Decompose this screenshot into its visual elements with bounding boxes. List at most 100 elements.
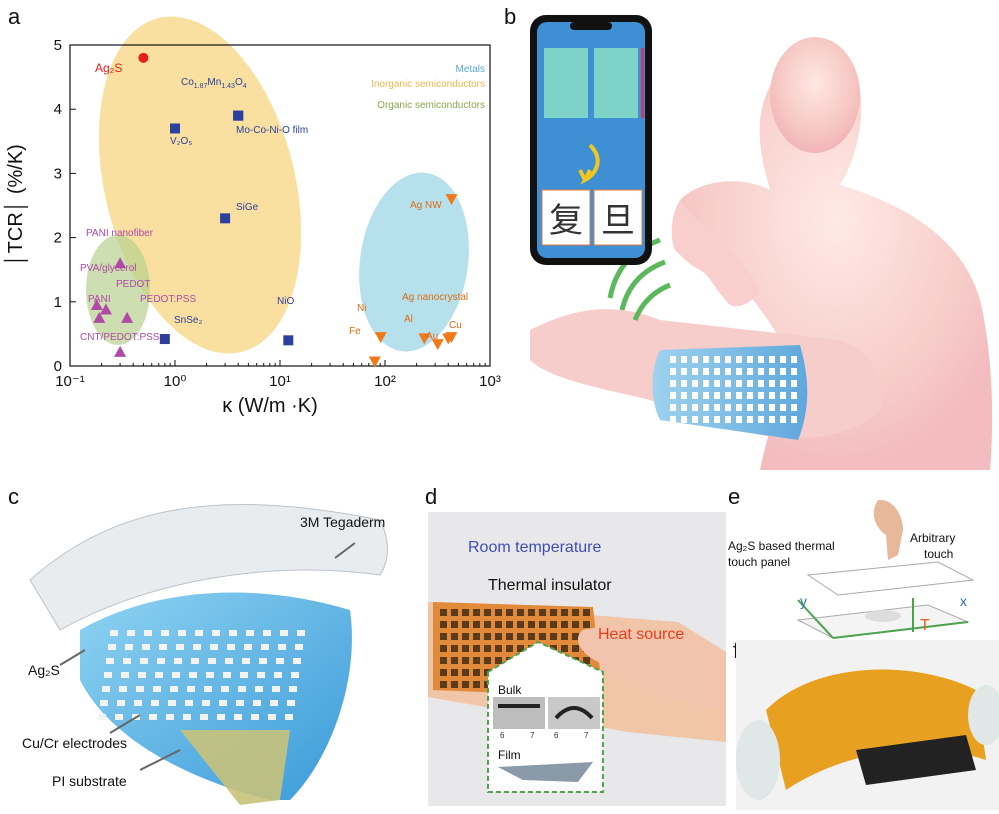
data-point [114,345,127,357]
sensor-pixel [102,686,110,692]
data-point [121,311,134,323]
arrow-tegaderm [334,542,356,559]
panel-letter-d: d [425,484,438,509]
label-pedotpss: PEDOT:PSS [140,294,196,305]
sensor-pixel [780,416,786,423]
sensor-pixel [506,645,513,652]
sensor-pixel [268,714,276,720]
y-tick-label: 1 [54,294,62,311]
sensor-pixel [138,672,146,678]
wireless-arc-1 [632,282,671,321]
sensor-pixel [517,645,524,652]
glove-right [968,685,999,745]
sensor-pixel [495,657,502,664]
sensor-pixel [462,609,469,616]
data-point [93,311,106,323]
sensor-pixel [692,380,698,387]
sensor-pixel [473,621,480,628]
sensor-pixel [240,672,248,678]
sensor-pixel [714,380,720,387]
sensor-pixel [681,392,687,399]
sensor-pixel [791,392,797,399]
sensor-pixel [440,609,447,616]
y-axis-title: │TCR│ (%/K) [3,144,29,266]
sensor-pixel [144,630,152,636]
sensor-pixel [295,644,303,650]
label-snse2: SnSe₂ [174,315,202,326]
label-axis-t: T [920,617,930,634]
sensor-pixel [758,356,764,363]
legend-organic: Organic semiconductors [377,100,485,111]
sensor-pixel [191,658,199,664]
label-pani: PANI [88,294,111,305]
device-layer-diagram: 3M Tegaderm Ag₂S Cu/Cr electrodes PI sub… [22,503,388,805]
sensor-pixel [736,380,742,387]
label-sige: SiGe [236,202,259,213]
sensor-pixel [440,657,447,664]
wrist-photo: Room temperature Thermal insulator Heat … [428,512,726,806]
sensor-pixel [703,404,709,411]
sensor-pixel [550,633,557,640]
sensor-pixel [259,658,267,664]
sensor-pixel [189,672,197,678]
sensor-pixel [106,658,114,664]
bulk-photo-2 [548,697,600,729]
phone-notch [570,22,612,30]
sensor-pixel [528,633,535,640]
sensor-pixel [451,645,458,652]
sensor-pixel [473,609,480,616]
sensor-pixel [246,630,254,636]
sensor-pixel [185,700,193,706]
sensor-pixel [681,356,687,363]
sensor-pixel [747,416,753,423]
sensor-pixel [583,621,590,628]
sensor-grid [670,356,797,423]
sensor-pixel [703,392,709,399]
sensor-pixel [484,645,491,652]
sensor-pixel [747,368,753,375]
sensor-pixel [583,609,590,616]
sensor-pixel [151,700,159,706]
colorbar [641,48,644,118]
sensor-pixel [484,633,491,640]
sensor-pixel [236,700,244,706]
label-fe: Fe [349,326,361,337]
sensor-pixel [451,633,458,640]
y-tick-label: 2 [54,230,62,247]
sensor-pixel [791,368,797,375]
sensor-pixel [291,672,299,678]
sensor-pixel [736,368,742,375]
sensor-pixel [297,630,305,636]
x-tick-label: 10⁻¹ [55,373,85,390]
sensor-pixel [155,672,163,678]
ruler-num-7a: 7 [530,731,535,740]
sensor-pixel [714,356,720,363]
label-v2o5: V₂O₅ [170,136,192,147]
sensor-pixel [149,714,157,720]
data-point [283,335,294,346]
label-pedot: PEDOT [116,279,150,290]
panel-letter-a: a [8,4,21,29]
sensor-pixel [219,700,227,706]
label-film: Film [498,748,521,762]
data-point [368,356,381,368]
sensor-pixel [769,380,775,387]
sensor-pixel [736,404,742,411]
sensor-pixel [703,416,709,423]
label-agnw: Ag NW [410,200,442,211]
sensor-pixel [187,686,195,692]
x-tick-label: 10³ [479,373,501,390]
data-point [445,194,458,206]
touch-grid-top [806,561,975,596]
sensor-pixel [255,686,263,692]
sensor-pixel [170,686,178,692]
label-substrate: PI substrate [52,773,127,789]
sensor-pixel [172,672,180,678]
sensor-pixel [539,633,546,640]
pointing-hand [671,200,760,307]
sensor-pixel [561,621,568,628]
sensor-pixel [692,368,698,375]
sensor-pixel [225,658,233,664]
sensor-pixel [780,392,786,399]
sensor-pixel [121,672,129,678]
